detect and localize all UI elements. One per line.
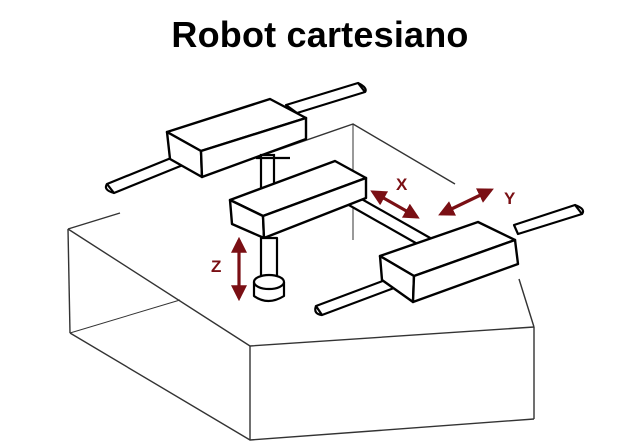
y-axis-arrow (438, 188, 494, 216)
diagram-title: Robot cartesiano (171, 14, 469, 55)
lower-rail (314, 203, 585, 317)
z-carriage (228, 159, 368, 240)
y-axis-label: Y (504, 189, 516, 208)
x-axis-arrow (370, 190, 420, 219)
z-tool (252, 236, 286, 303)
lower-carriage (378, 220, 520, 304)
axis-arrows (231, 188, 494, 302)
z-axis-label: Z (211, 257, 221, 276)
top-carriage (165, 97, 308, 179)
x-axis-label: X (396, 175, 408, 194)
